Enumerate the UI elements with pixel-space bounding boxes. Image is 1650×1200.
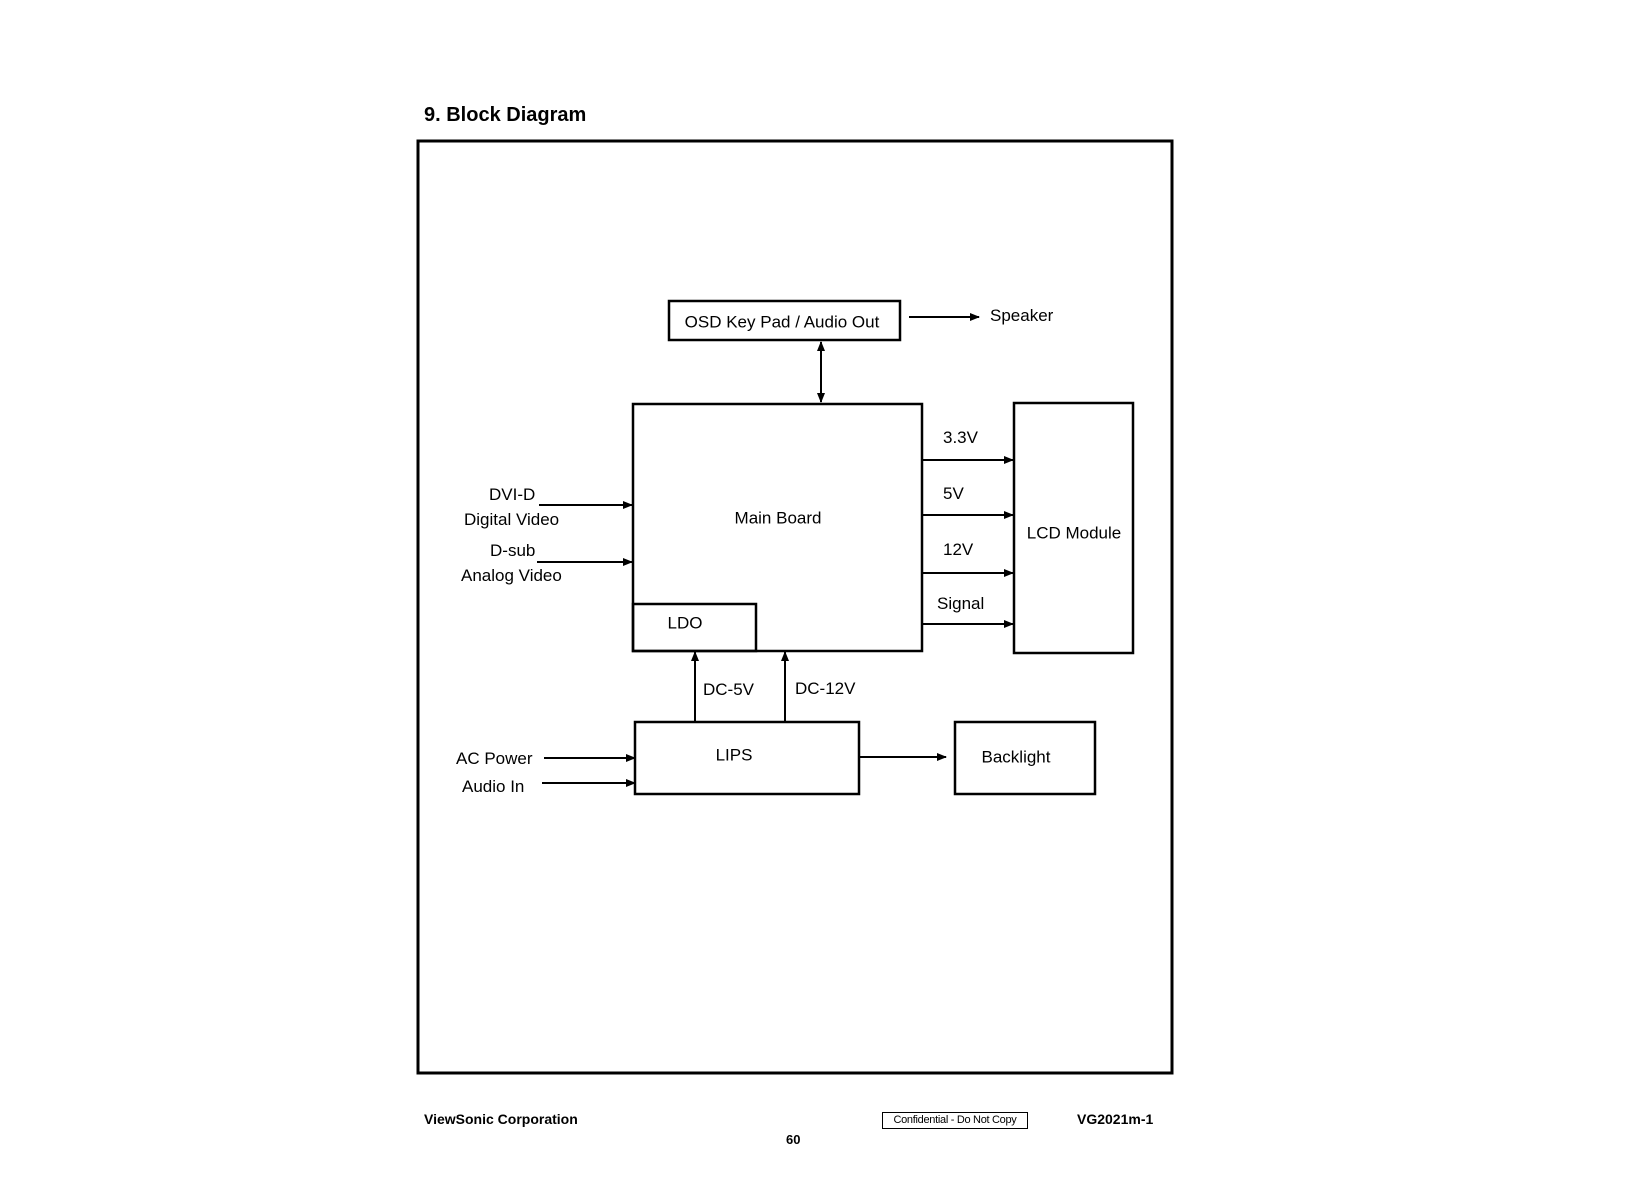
dc-5v-label: DC-5V bbox=[703, 680, 755, 699]
main-board-block bbox=[631, 402, 924, 653]
analog-video-label: Analog Video bbox=[461, 566, 562, 585]
dc-12v-label: DC-12V bbox=[795, 679, 856, 698]
osd-keypad-block bbox=[667, 299, 902, 342]
lcd-module-block bbox=[1012, 401, 1135, 655]
page-number: 60 bbox=[786, 1132, 801, 1147]
lips-label: LIPS bbox=[716, 745, 753, 764]
rail-3v3-label: 3.3V bbox=[943, 428, 979, 447]
footer-company: ViewSonic Corporation bbox=[424, 1111, 578, 1127]
audio-in-label: Audio In bbox=[462, 777, 524, 796]
lcd-module-label: LCD Module bbox=[1027, 523, 1122, 542]
backlight-block bbox=[953, 720, 1097, 796]
signal-label: Signal bbox=[937, 594, 984, 613]
digital-video-label: Digital Video bbox=[464, 510, 559, 529]
dvi-d-label: DVI-D bbox=[489, 485, 535, 504]
speaker-label: Speaker bbox=[990, 306, 1054, 325]
ac-power-label: AC Power bbox=[456, 749, 533, 768]
d-sub-label: D-sub bbox=[490, 541, 535, 560]
backlight-label: Backlight bbox=[982, 747, 1051, 766]
rail-5v-label: 5V bbox=[943, 484, 964, 503]
footer-model: VG2021m-1 bbox=[1077, 1111, 1154, 1127]
diagram-frame bbox=[416, 139, 1174, 1075]
confidential-badge: Confidential - Do Not Copy bbox=[882, 1112, 1028, 1129]
ldo-label: LDO bbox=[668, 613, 703, 632]
rail-12v-label: 12V bbox=[943, 540, 974, 559]
page-title: 9. Block Diagram bbox=[424, 104, 587, 126]
osd-keypad-label: OSD Key Pad / Audio Out bbox=[685, 312, 880, 331]
main-board-label: Main Board bbox=[735, 508, 822, 527]
